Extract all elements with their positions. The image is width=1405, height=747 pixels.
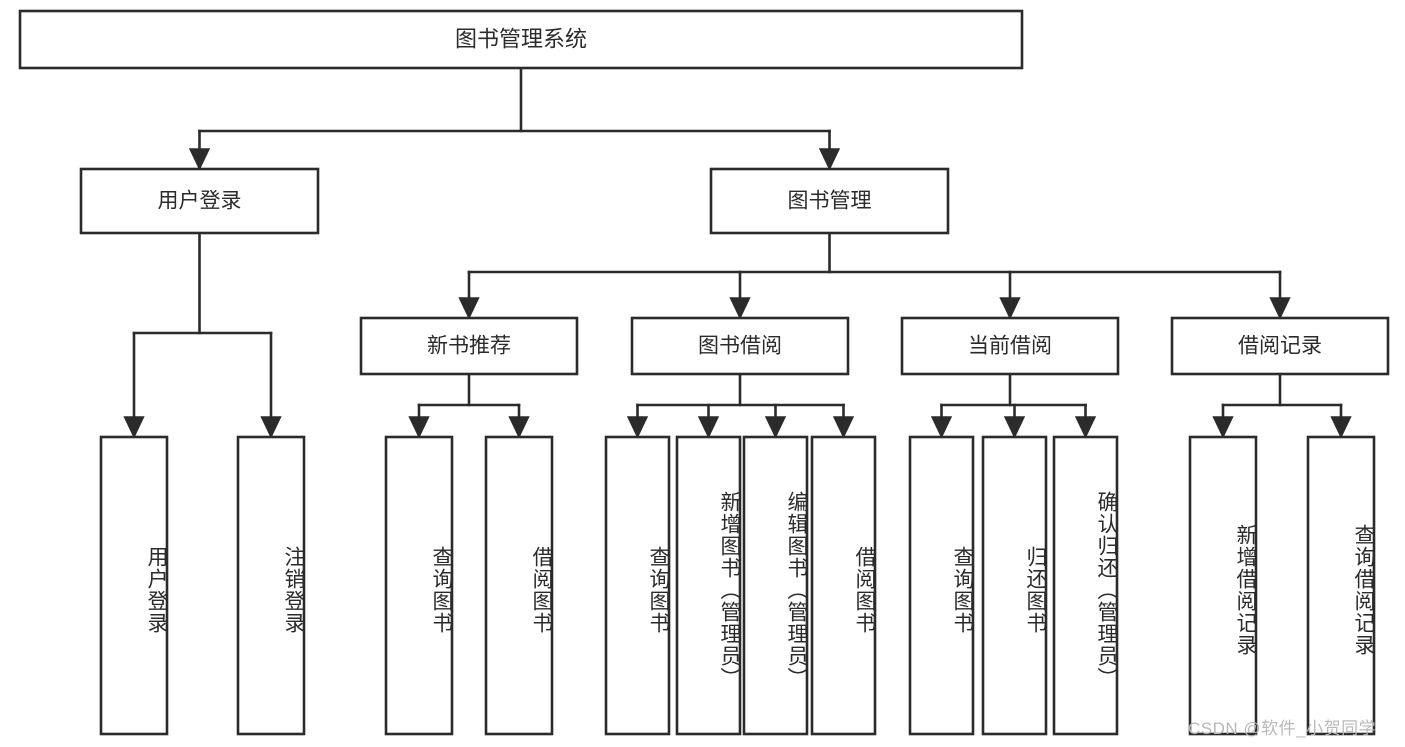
node-box-l2-0[interactable] [79,167,320,235]
node-label-l3-1: 图书借阅 [698,335,782,358]
node-box-l3-1[interactable] [630,316,850,376]
watermark-text: CSDN @软件_小贺同学 [1188,719,1377,738]
node-box-leaf-8[interactable] [908,435,975,736]
node-box-leaf-1[interactable] [236,435,306,736]
node-box-leaf-12[interactable] [1306,435,1376,736]
node-boxes [18,9,1390,736]
node-label-l3-2: 当前借阅 [968,335,1052,358]
node-label-l3-0: 新书推荐 [427,335,511,358]
connector-edges [123,66,1352,439]
node-box-leaf-0[interactable] [99,435,169,736]
node-box-leaf-4[interactable] [604,435,671,736]
node-box-l2-1[interactable] [709,167,950,235]
node-box-leaf-2[interactable] [384,435,454,736]
node-label-root: 图书管理系统 [455,26,587,51]
node-box-l3-3[interactable] [1170,316,1390,376]
node-box-leaf-5[interactable] [675,435,742,736]
node-box-leaf-9[interactable] [981,435,1048,736]
node-box-root[interactable] [18,9,1024,70]
node-label-l3-3: 借阅记录 [1238,335,1322,358]
node-label-l2-1: 图书管理 [788,190,872,213]
node-box-leaf-10[interactable] [1052,435,1119,736]
node-box-leaf-3[interactable] [484,435,554,736]
node-label-l2-0: 用户登录 [158,190,242,213]
node-box-leaf-11[interactable] [1188,435,1258,736]
node-box-leaf-7[interactable] [810,435,877,736]
node-box-leaf-6[interactable] [742,435,809,736]
node-box-l3-2[interactable] [900,316,1120,376]
node-box-l3-0[interactable] [359,316,579,376]
